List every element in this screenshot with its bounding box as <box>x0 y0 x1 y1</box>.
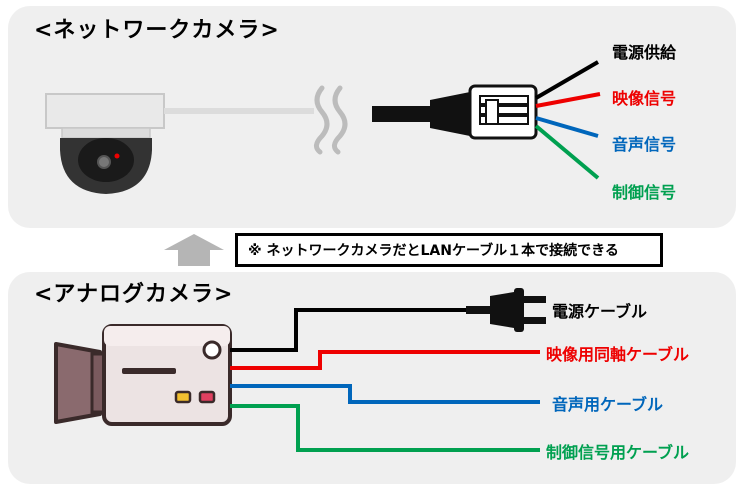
dome-camera-icon <box>45 93 165 194</box>
analog-label-video: 映像用同軸ケーブル <box>546 345 690 364</box>
network-label-power: 電源供給 <box>612 43 677 62</box>
lan-plug-icon <box>372 84 538 140</box>
network-label-audio: 音声信号 <box>612 135 677 154</box>
analog-cables <box>230 308 540 452</box>
network-wire-video <box>535 92 601 108</box>
wireless-signal-icon <box>314 85 348 155</box>
network-wires <box>534 60 601 180</box>
network-label-control: 制御信号 <box>612 183 677 202</box>
analog-cable-control <box>230 404 540 452</box>
network-camera-title: <ネットワークカメラ> <box>34 18 280 43</box>
note-box: ※ ネットワークカメラだとLANケーブル１本で接続できる <box>235 233 663 267</box>
network-wire-audio <box>535 116 599 138</box>
analog-cable-power <box>230 308 466 352</box>
analog-cable-video <box>230 350 540 370</box>
network-wire-control <box>534 124 600 180</box>
video-camera-icon <box>54 324 232 426</box>
wireless-link-line <box>164 108 314 114</box>
network-wire-power <box>534 60 600 100</box>
analog-label-control: 制御信号用ケーブル <box>546 443 690 462</box>
analog-camera-title: <アナログカメラ> <box>34 282 234 307</box>
power-plug-icon <box>466 288 546 332</box>
up-arrow-icon <box>164 234 224 266</box>
network-label-video: 映像信号 <box>612 89 677 108</box>
analog-label-audio: 音声用ケーブル <box>552 395 664 414</box>
analog-label-power: 電源ケーブル <box>552 302 648 321</box>
analog-cable-audio <box>230 384 540 404</box>
